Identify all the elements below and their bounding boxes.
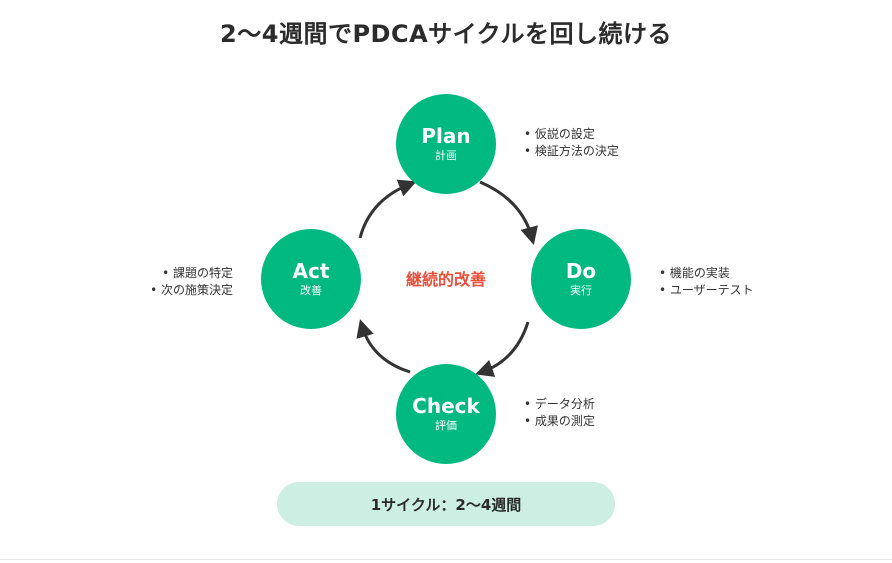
do-note: • 機能の実装 <box>659 266 730 280</box>
act-note: • 次の施策決定 <box>150 283 233 297</box>
arrow-check-to-act <box>356 319 411 374</box>
arrow-do-to-check <box>475 321 530 377</box>
do-notes: • 機能の実装 • ユーザーテスト <box>659 265 754 299</box>
plan-sublabel: 計画 <box>435 149 457 162</box>
do-sublabel: 実行 <box>570 284 592 297</box>
act-note: • 課題の特定 <box>162 266 233 280</box>
check-notes: • データ分析 • 成果の測定 <box>524 396 595 430</box>
do-label: Do <box>565 259 597 283</box>
do-circle: Do 実行 <box>531 229 631 329</box>
check-circle: Check 評価 <box>396 364 496 464</box>
check-note: • データ分析 <box>524 397 595 411</box>
do-note: • ユーザーテスト <box>659 283 754 297</box>
bottom-divider <box>0 559 892 560</box>
check-label: Check <box>412 394 480 418</box>
cycle-duration-text: 1サイクル：2〜4週間 <box>370 495 522 514</box>
check-sublabel: 評価 <box>435 419 457 432</box>
plan-note: • 仮説の設定 <box>524 127 595 141</box>
arrow-plan-to-do <box>479 180 538 245</box>
arrow-act-to-plan <box>358 179 417 239</box>
plan-circle: Plan 計画 <box>396 94 496 194</box>
act-notes: • 課題の特定 • 次の施策決定 <box>112 265 233 299</box>
plan-note: • 検証方法の決定 <box>524 144 619 158</box>
act-circle: Act 改善 <box>261 229 361 329</box>
check-note: • 成果の測定 <box>524 414 595 428</box>
center-label: 継続的改善 <box>405 270 486 289</box>
diagram-title: 2〜4週間でPDCAサイクルを回し続ける <box>220 20 672 48</box>
act-label: Act <box>292 259 330 283</box>
act-sublabel: 改善 <box>300 284 322 297</box>
cycle-duration-badge: 1サイクル：2〜4週間 <box>277 482 615 526</box>
plan-label: Plan <box>421 124 471 148</box>
plan-notes: • 仮説の設定 • 検証方法の決定 <box>524 126 619 160</box>
